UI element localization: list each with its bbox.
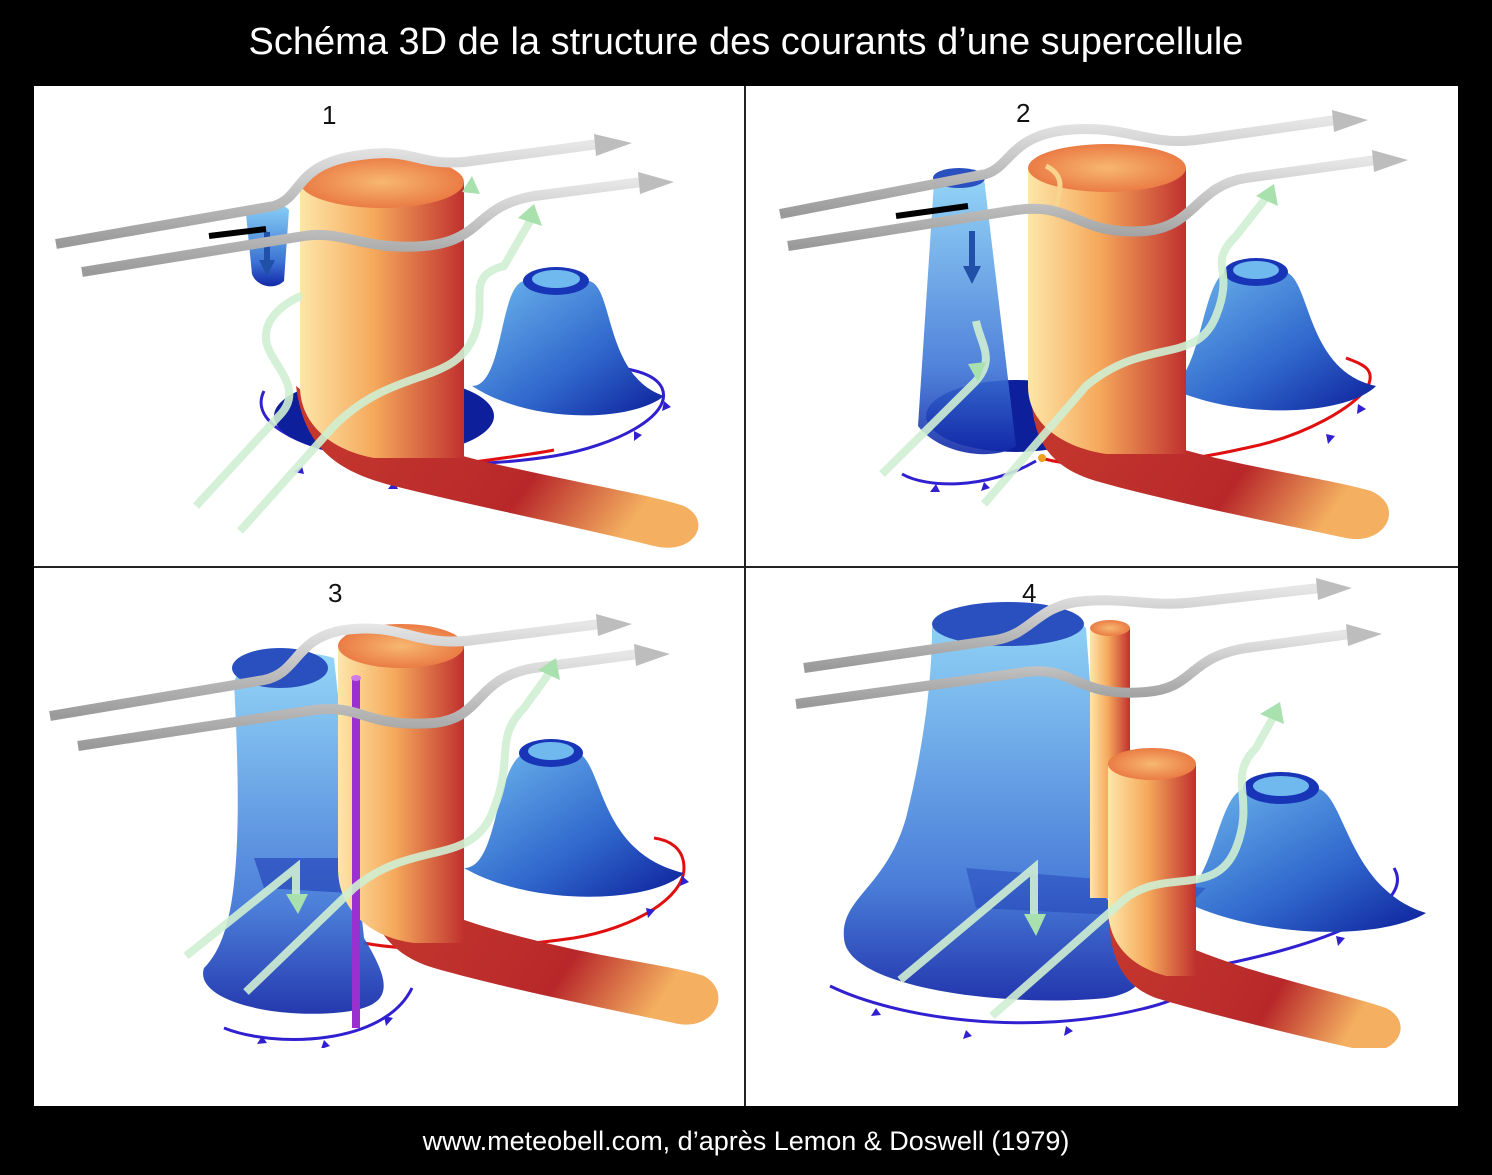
upper-flow-stream-2: [787, 155, 1377, 251]
inflow-arrow-head-1: [462, 176, 480, 194]
panel-3-number: 3: [328, 578, 343, 608]
diagram-title: Schéma 3D de la structure des courants d…: [248, 20, 1244, 63]
forward-downdraft-top-inner: [1253, 776, 1309, 796]
panel-4: 4: [746, 568, 1456, 1048]
mid-level-dry-air: [208, 226, 267, 239]
updraft-inflow-tube: [1108, 898, 1401, 1048]
upper-flow-stream-1: [803, 583, 1321, 673]
inflow-arrow-head-1: [286, 894, 308, 914]
panel-2-drawing: [779, 110, 1408, 540]
forward-flank-downdraft: [1176, 788, 1426, 932]
inflow-stream-1: [193, 292, 304, 509]
panel-3-drawing: [49, 614, 719, 1048]
source-credit: www.meteobell.com, d’après Lemon & Doswe…: [422, 1126, 1070, 1156]
upper-flow-stream-1: [55, 139, 600, 249]
forward-downdraft-top-inner: [528, 742, 574, 760]
upper-flow-stream-2: [81, 177, 643, 277]
upper-flow-arrow-head-2: [1346, 624, 1382, 646]
panel-divider-vertical: [744, 86, 746, 1106]
forward-downdraft-top-inner: [1233, 261, 1279, 279]
panel-2: 2: [746, 86, 1456, 566]
upper-flow-stream-1: [49, 619, 601, 721]
old-updraft-top: [1090, 620, 1130, 636]
cold-front-line: [223, 987, 414, 1041]
main-updraft: [1028, 168, 1186, 454]
upper-flow-arrow-head-1: [1332, 110, 1368, 132]
panel-3: 3: [34, 568, 744, 1048]
panel-4-drawing: [795, 578, 1426, 1048]
upper-flow-arrow-head-1: [594, 134, 632, 156]
upper-flow-arrow-head-2: [634, 644, 670, 666]
updraft-inflow-tube: [366, 868, 719, 1025]
inflow-arrow-head-2: [518, 204, 542, 226]
upper-flow-stream-2: [77, 649, 639, 751]
panel-divider-horizontal: [34, 566, 1458, 568]
main-updraft-top: [300, 156, 464, 208]
forward-flank-downdraft: [472, 281, 664, 416]
updraft-inflow-tube: [1031, 386, 1390, 540]
inflow-arrow-head-2: [1256, 184, 1278, 206]
upper-flow-arrow-head-2: [1372, 150, 1408, 172]
panel-2-number: 2: [1016, 98, 1031, 128]
inflow-arrow-head-2: [538, 658, 560, 680]
rear-flank-downdraft: [843, 611, 1144, 1001]
inflow-stream-2: [237, 218, 534, 534]
main-updraft: [300, 182, 464, 458]
panel-1-number: 1: [322, 100, 337, 130]
triple-point: [1038, 454, 1046, 462]
main-updraft-top: [338, 624, 464, 668]
panel-1: 1: [34, 86, 744, 566]
inflow-stream-1: [897, 859, 1038, 984]
inflow-stream-1: [879, 320, 990, 477]
rear-downdraft-arrow-head: [259, 260, 275, 276]
inflow-stream-2: [989, 714, 1278, 1020]
upper-flow-stream-1: [779, 115, 1337, 219]
forward-flank-downdraft: [464, 753, 684, 897]
updraft-inflow-tube: [296, 386, 699, 548]
inflow-arrow-head-1: [1024, 914, 1046, 936]
upper-flow-arrow-head-2: [638, 172, 674, 194]
upper-flow-arrow-head-1: [1316, 578, 1352, 600]
panel-4-number: 4: [1022, 578, 1037, 608]
mesocyclone-column: [352, 678, 360, 1028]
upper-flow-arrow-head-1: [596, 614, 632, 636]
main-updraft-top: [1028, 144, 1186, 192]
rear-flank-downdraft: [918, 170, 1016, 455]
diagram-frame: 1: [34, 86, 1458, 1106]
main-updraft-top: [1108, 748, 1196, 780]
inflow-arrow-head-1: [968, 362, 986, 382]
upper-flow-stream-2: [795, 629, 1351, 709]
main-updraft: [1108, 764, 1196, 976]
warm-front-line: [473, 448, 555, 464]
panel-1-drawing: [55, 134, 699, 548]
inflow-stream-2: [243, 669, 554, 995]
inflow-stream-1: [183, 859, 300, 960]
mesocyclone-top: [351, 675, 361, 681]
inflow-arrow-head-2: [1260, 702, 1284, 724]
inflow-stream-2: [980, 195, 1270, 507]
forward-downdraft-top-inner: [532, 270, 580, 288]
mid-level-dry-air: [895, 203, 969, 219]
rear-downdraft-arrow-head: [963, 266, 981, 284]
